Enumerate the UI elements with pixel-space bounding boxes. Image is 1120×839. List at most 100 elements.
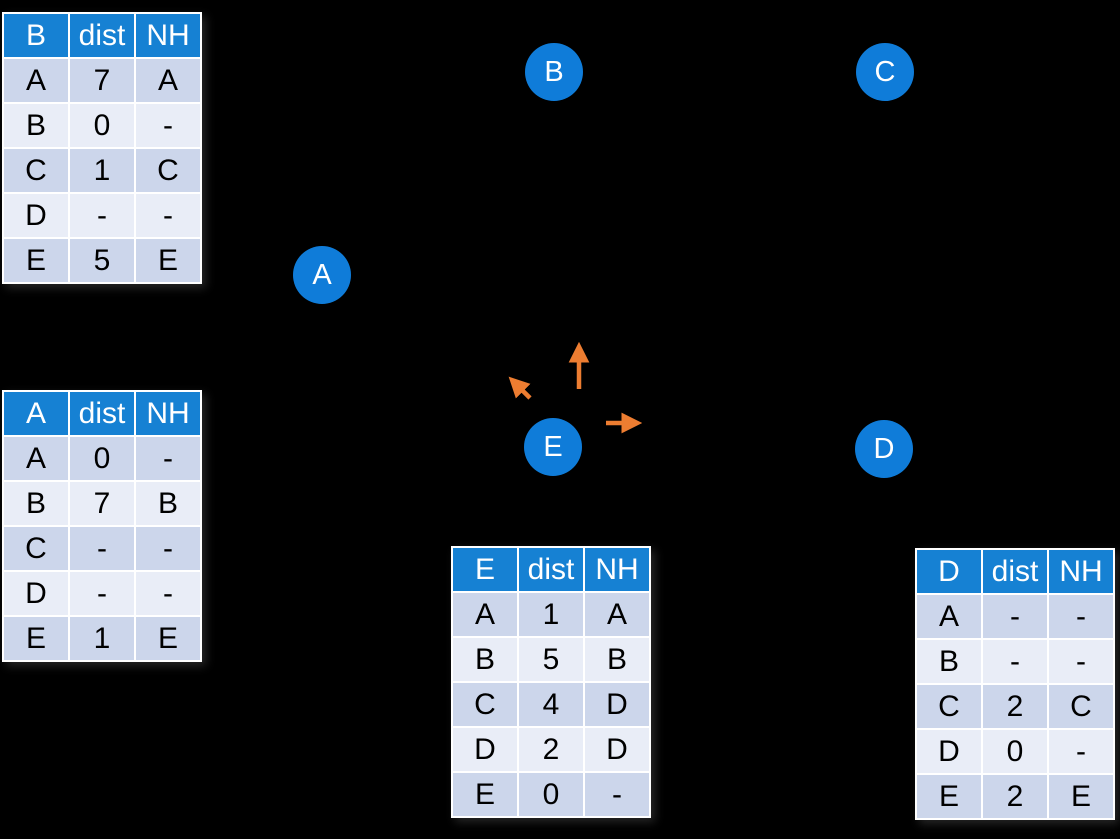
table-row: D-- [4, 572, 200, 615]
table-cell: C [4, 149, 68, 192]
table-cell: 2 [983, 685, 1047, 728]
table-cell: 5 [70, 239, 134, 282]
table-cell: 0 [70, 437, 134, 480]
table-cell: - [136, 104, 200, 147]
table-cell: - [136, 572, 200, 615]
table-cell: B [453, 638, 517, 681]
table-cell: E [453, 773, 517, 816]
table-cell: 1 [519, 593, 583, 636]
table-cell: C [453, 683, 517, 726]
table-cell: - [1049, 730, 1113, 773]
table-cell: A [4, 59, 68, 102]
table-cell: B [136, 482, 200, 525]
table-cell: A [585, 593, 649, 636]
table-cell: C [917, 685, 981, 728]
table-cell: E [917, 775, 981, 818]
table-cell: - [70, 527, 134, 570]
table-cell: 1 [70, 617, 134, 660]
graph-node-a: A [293, 246, 351, 304]
table-cell: C [136, 149, 200, 192]
table-header-cell: NH [585, 548, 649, 591]
table-cell: 0 [983, 730, 1047, 773]
table-cell: E [136, 239, 200, 282]
table-cell: - [585, 773, 649, 816]
table-row: C-- [4, 527, 200, 570]
table-header-cell: NH [136, 392, 200, 435]
table-cell: - [70, 572, 134, 615]
table-cell: - [1049, 640, 1113, 683]
table-cell: C [1049, 685, 1113, 728]
table-cell: C [4, 527, 68, 570]
table-cell: B [585, 638, 649, 681]
table-header-cell: dist [519, 548, 583, 591]
table-cell: B [4, 104, 68, 147]
table-cell: 1 [70, 149, 134, 192]
table-cell: - [983, 640, 1047, 683]
table-cell: D [585, 683, 649, 726]
table-cell: A [917, 595, 981, 638]
table-cell: D [4, 572, 68, 615]
table-cell: 7 [70, 482, 134, 525]
table-cell: 2 [519, 728, 583, 771]
table-cell: 0 [70, 104, 134, 147]
node-label: C [874, 55, 896, 88]
table-cell: - [136, 527, 200, 570]
table-cell: E [4, 617, 68, 660]
table-cell: A [4, 437, 68, 480]
table-row: A-- [917, 595, 1113, 638]
node-label: E [543, 430, 563, 463]
table-cell: D [917, 730, 981, 773]
graph-node-d: D [855, 420, 913, 478]
table-cell: - [136, 194, 200, 237]
graph-node-c: C [856, 43, 914, 101]
table-cell: D [4, 194, 68, 237]
table-header-cell: dist [983, 550, 1047, 593]
table-header-cell: dist [70, 392, 134, 435]
table-cell: D [453, 728, 517, 771]
table-cell: - [983, 595, 1047, 638]
table-header-cell: B [4, 14, 68, 57]
table-cell: A [136, 59, 200, 102]
table-cell: E [136, 617, 200, 660]
node-label: A [312, 258, 332, 291]
table-cell: E [1049, 775, 1113, 818]
table-cell: D [585, 728, 649, 771]
table-header-cell: D [917, 550, 981, 593]
arrow-up-left-icon [508, 376, 532, 400]
node-label: D [873, 432, 895, 465]
table-cell: 4 [519, 683, 583, 726]
table-row: B-- [917, 640, 1113, 683]
table-header-cell: A [4, 392, 68, 435]
table-cell: 5 [519, 638, 583, 681]
table-header-cell: E [453, 548, 517, 591]
graph-node-b: B [525, 43, 583, 101]
table-header-cell: dist [70, 14, 134, 57]
table-cell: 2 [983, 775, 1047, 818]
table-header-cell: NH [136, 14, 200, 57]
node-label: B [544, 55, 564, 88]
table-cell: - [1049, 595, 1113, 638]
table-cell: B [917, 640, 981, 683]
graph-node-e: E [524, 418, 582, 476]
table-cell: - [70, 194, 134, 237]
